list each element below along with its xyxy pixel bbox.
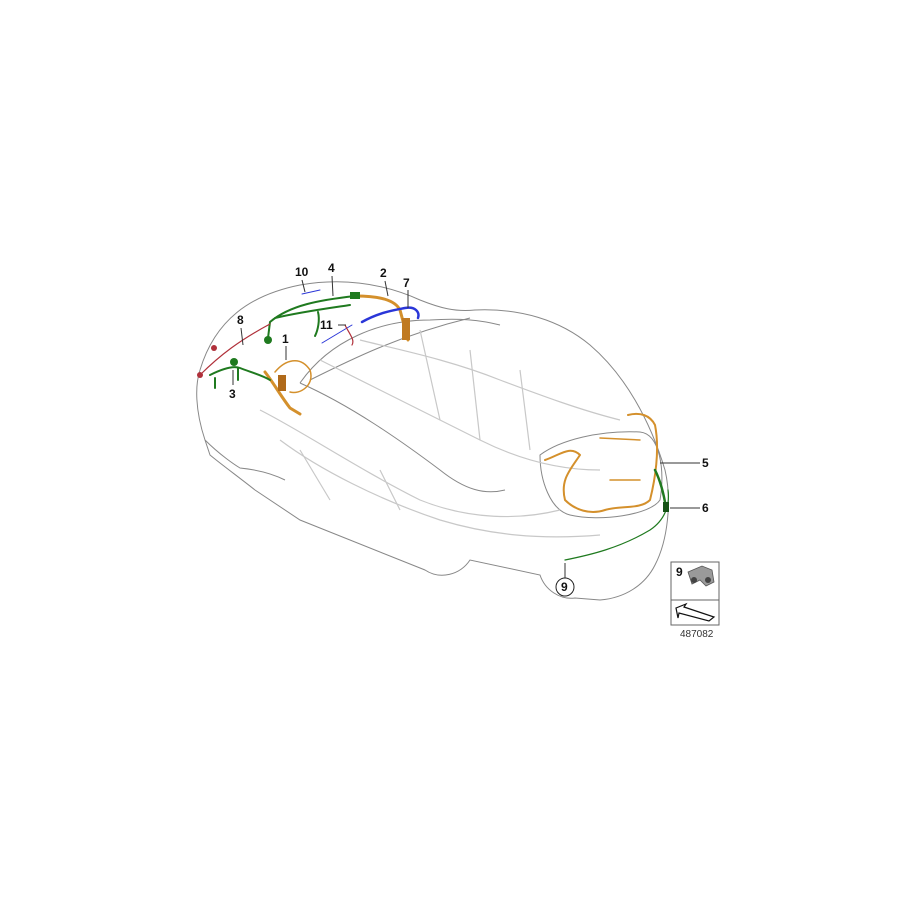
direction-arrow-icon <box>675 602 716 622</box>
part-inset: 9 487082 <box>670 561 720 640</box>
callout-6: 6 <box>702 501 709 515</box>
doc-number: 487082 <box>680 629 714 640</box>
harness-orange-upper <box>353 294 410 342</box>
callouts: 10 4 2 7 8 11 1 3 5 6 9 <box>229 261 709 597</box>
callout-11: 11 <box>320 318 333 332</box>
callout-3: 3 <box>229 387 236 401</box>
callout-8: 8 <box>237 313 244 327</box>
harness-green-rear <box>564 468 670 561</box>
harness-green-main <box>209 292 360 389</box>
vehicle-frame <box>259 329 621 538</box>
callout-5: 5 <box>702 456 709 470</box>
harness-orange-front <box>263 360 312 416</box>
harness-red <box>197 323 354 378</box>
callout-9: 9 <box>561 580 568 594</box>
connector-part-icon <box>687 565 715 587</box>
callout-7: 7 <box>403 276 410 290</box>
callout-1: 1 <box>282 332 289 346</box>
harness-orange-rear <box>544 412 659 513</box>
callout-10: 10 <box>295 265 309 279</box>
callout-4: 4 <box>328 261 335 275</box>
inset-part-label: 9 <box>676 565 683 579</box>
callout-2: 2 <box>380 266 387 280</box>
